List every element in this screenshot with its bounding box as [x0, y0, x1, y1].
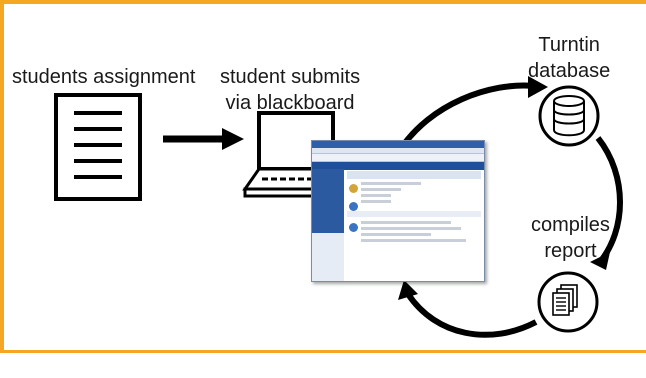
- arrowhead-to-database: [528, 76, 548, 98]
- arrowhead-to-report: [590, 252, 610, 270]
- submit-arrow: [163, 128, 244, 150]
- screenshot-titlebar: [312, 141, 484, 148]
- screenshot-item-line: [361, 188, 401, 191]
- screenshot-item-icon: [349, 202, 358, 211]
- student-submits-line2: via blackboard: [225, 92, 355, 114]
- screenshot-item-line: [361, 233, 431, 236]
- turnitin-line1: Turntin: [538, 34, 600, 56]
- compiles-report-label: compiles report: [531, 212, 610, 264]
- screenshot-separator: [347, 211, 481, 217]
- students-assignment-label: students assignment: [12, 66, 196, 88]
- compiles-line2: report: [544, 240, 597, 262]
- arrowhead-to-blackboard: [398, 280, 418, 300]
- screenshot-item-line: [361, 182, 421, 185]
- frame-border-bottom: [0, 350, 646, 353]
- document-icon: [54, 93, 142, 201]
- screenshot-item-line: [361, 227, 461, 230]
- screenshot-item-line: [361, 200, 391, 203]
- screenshot-content: [347, 171, 481, 279]
- database-icon: [538, 85, 600, 147]
- screenshot-item-line: [361, 194, 391, 197]
- compiles-line1: compiles: [531, 214, 610, 236]
- screenshot-menubar: [312, 148, 484, 154]
- turnitin-line2: database: [528, 60, 611, 82]
- screenshot-item-icon: [349, 223, 358, 232]
- frame-border-left: [0, 0, 4, 352]
- student-submits-line1: student submits: [220, 66, 361, 88]
- screenshot-sidebar-lower: [312, 233, 344, 281]
- screenshot-tabs: [312, 162, 484, 170]
- cycle-arrowheads: [398, 76, 610, 300]
- screenshot-item-line: [361, 221, 451, 224]
- student-submits-label: student submits via blackboard: [220, 64, 360, 116]
- screenshot-item-line: [361, 239, 466, 242]
- screenshot-addressbar: [312, 154, 484, 162]
- cycle-arrows: [397, 82, 623, 338]
- frame-border-top: [0, 0, 646, 4]
- blackboard-screenshot: [311, 140, 485, 282]
- turnitin-database-label: Turntin database: [528, 32, 610, 84]
- screenshot-item-icon: [349, 184, 358, 193]
- screenshot-content-header: [347, 171, 481, 179]
- report-icon: [537, 271, 599, 333]
